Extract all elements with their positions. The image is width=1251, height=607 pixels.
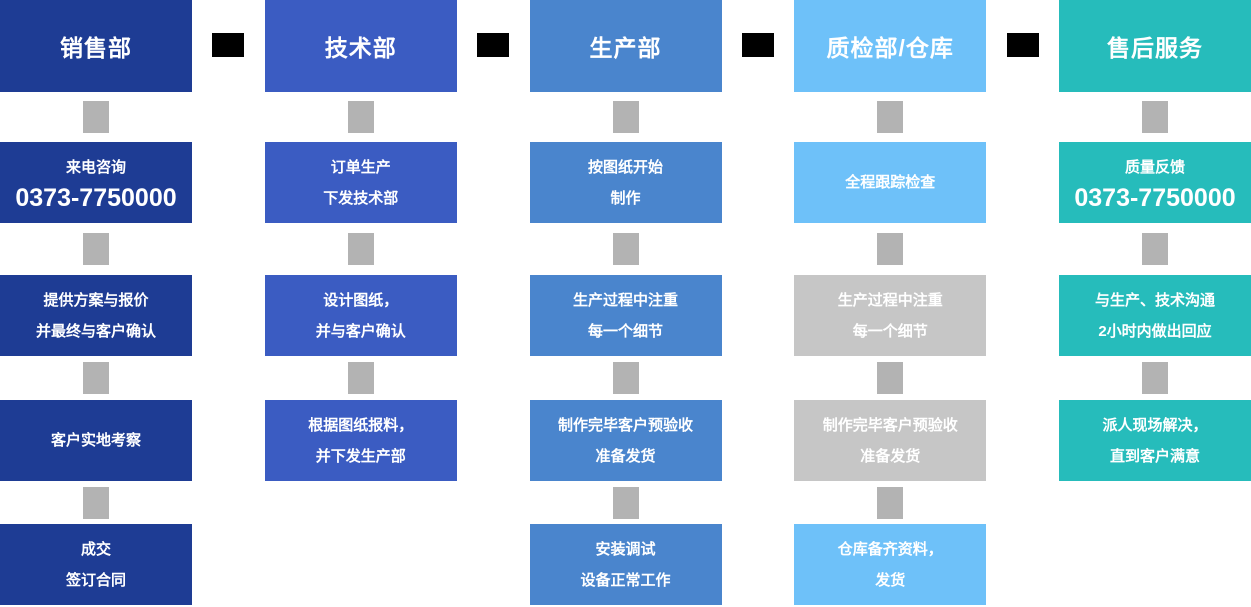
step-text-line: 直到客户满意 [1109,447,1200,465]
step-text-line: 2小时内做出回应 [1098,322,1212,340]
step-text-line: 并最终与客户确认 [35,322,156,340]
step-text-line: 设备正常工作 [580,571,671,589]
vertical-connector [1142,362,1168,394]
vertical-connector [1142,233,1168,265]
header-connector [1006,33,1039,57]
column-qc-warehouse: 质检部/仓库全程跟踪检查生产过程中注重每一个细节制作完毕客户预验收准备发货仓库备… [794,0,987,607]
vertical-connector [347,101,374,133]
vertical-connector [877,101,904,133]
vertical-connector [877,233,904,265]
vertical-connector [877,362,904,394]
step-text-line: 签订合同 [65,571,126,589]
step-text-line: 派人现场解决， [1102,416,1208,434]
process-step-production-3: 制作完毕客户预验收准备发货 [529,400,722,481]
step-text-line: 生产过程中注重 [572,291,678,309]
department-header-technology: 技术部 [264,0,457,92]
step-text-line: 下发技术部 [323,189,399,207]
step-text-line: 制作 [610,189,641,207]
process-step-qc-warehouse-3: 制作完毕客户预验收准备发货 [794,400,987,481]
header-connector [741,33,774,57]
header-connector [212,33,245,57]
process-step-sales-2: 提供方案与报价并最终与客户确认 [0,275,192,356]
department-header-after-sales: 售后服务 [1059,0,1251,92]
step-text-line: 准备发货 [595,447,656,465]
step-text-line: 安装调试 [595,540,656,558]
step-text-line: 制作完毕客户预验收 [822,416,958,434]
step-text-line: 提供方案与报价 [43,291,149,309]
process-step-production-4: 安装调试设备正常工作 [529,524,722,605]
step-text-line: 质量反馈 [1124,159,1185,176]
step-text-line: 仓库备齐资料， [837,540,943,558]
step-text-line: 每一个细节 [587,322,663,340]
vertical-connector [83,362,109,394]
department-header-sales: 销售部 [0,0,192,92]
step-text-line: 订单生产 [330,158,391,176]
step-text-line: 来电咨询 [65,159,126,176]
step-text-line: 设计图纸， [323,291,399,309]
process-step-after-sales-3: 派人现场解决， 直到客户满意 [1059,400,1251,481]
process-step-qc-warehouse-1: 全程跟踪检查 [794,142,987,223]
vertical-connector [612,101,639,133]
process-step-sales-3: 客户实地考察 [0,400,192,481]
step-text-line: 制作完毕客户预验收 [557,416,693,434]
step-text-line: 准备发货 [860,447,921,465]
column-production: 生产部按图纸开始制作生产过程中注重每一个细节制作完毕客户预验收准备发货安装调试设… [529,0,722,607]
phone-number: 0373-7750000 [1074,184,1236,212]
process-step-qc-warehouse-4: 仓库备齐资料， 发货 [794,524,987,605]
vertical-connector [83,487,109,519]
process-step-technology-1: 订单生产下发技术部 [264,142,457,223]
step-text-line: 客户实地考察 [50,432,141,449]
step-text-line: 根据图纸报料， [308,416,414,434]
process-step-production-2: 生产过程中注重每一个细节 [529,275,722,356]
vertical-connector [347,362,374,394]
step-text-line: 按图纸开始 [587,158,663,176]
step-text-line: 每一个细节 [852,322,928,340]
process-step-sales-4: 成交签订合同 [0,524,192,605]
step-text-line: 发货 [875,571,906,589]
process-step-technology-2: 设计图纸， 并与客户确认 [264,275,457,356]
column-technology: 技术部订单生产下发技术部设计图纸， 并与客户确认根据图纸报料， 并下发生产部 [264,0,457,607]
step-text-line: 成交 [80,540,111,558]
process-step-technology-3: 根据图纸报料， 并下发生产部 [264,400,457,481]
header-connector [477,33,510,57]
vertical-connector [347,233,374,265]
step-text-line: 全程跟踪检查 [845,174,936,191]
step-text-line: 并下发生产部 [315,447,406,465]
vertical-connector [83,233,109,265]
process-step-after-sales-1: 质量反馈 0373-7750000 [1059,142,1251,223]
process-step-after-sales-2: 与生产、技术沟通 2小时内做出回应 [1059,275,1251,356]
vertical-connector [1142,101,1168,133]
vertical-connector [877,487,904,519]
step-text-line: 与生产、技术沟通 [1094,291,1215,309]
department-header-qc-warehouse: 质检部/仓库 [794,0,987,92]
vertical-connector [83,101,109,133]
process-step-sales-1: 来电咨询 0373-7750000 [0,142,192,223]
vertical-connector [612,362,639,394]
vertical-connector [612,233,639,265]
step-text-line: 并与客户确认 [315,322,406,340]
vertical-connector [612,487,639,519]
process-step-production-1: 按图纸开始制作 [529,142,722,223]
department-header-production: 生产部 [529,0,722,92]
step-text-line: 生产过程中注重 [837,291,943,309]
process-step-qc-warehouse-2: 生产过程中注重每一个细节 [794,275,987,356]
phone-number: 0373-7750000 [15,184,177,212]
